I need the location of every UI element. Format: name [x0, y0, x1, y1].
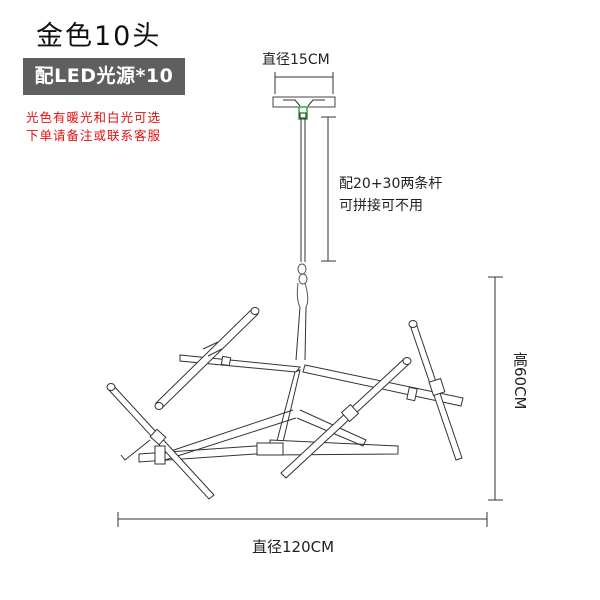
light-color-note: 光色有暖光和白光可选: [26, 110, 162, 125]
canopy: [272, 96, 336, 120]
rod-note: 配20+30两条杆 可拼接可不用: [339, 173, 442, 217]
rod-dimension-line: [321, 116, 336, 262]
height-label: 高60CM: [511, 352, 529, 410]
hook: [296, 263, 309, 308]
diameter-label: 直径120CM: [252, 538, 335, 556]
height-dimension-line: [488, 276, 503, 501]
led-light-source-badge: 配LED光源*10: [23, 58, 185, 95]
upper-arms: [179, 354, 464, 443]
width-dimension-line: [117, 512, 488, 527]
product-title: 金色10头: [36, 21, 162, 52]
canopy-dimension-line: [274, 72, 334, 94]
led-tubes: [106, 307, 463, 500]
rod-note-line-1: 配20+30两条杆: [339, 176, 443, 192]
canopy-diameter-label: 直径15CM: [262, 52, 330, 68]
order-remark-note: 下单请备注或联系客服: [26, 128, 162, 143]
lower-arms: [138, 409, 399, 463]
suspension-rod: [300, 119, 306, 262]
rod-note-line-2: 可拼接可不用: [339, 198, 423, 214]
joints: [154, 355, 418, 465]
